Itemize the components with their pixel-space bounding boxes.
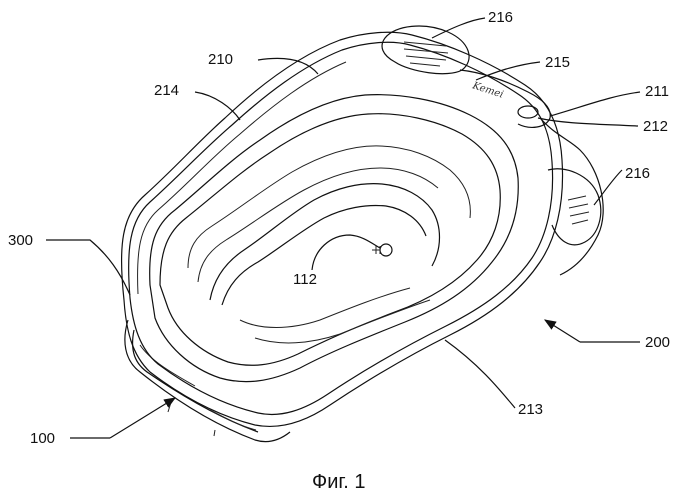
label-216-right: 216 — [625, 165, 650, 182]
label-200: 200 — [645, 334, 670, 351]
reference-labels: 216 210 215 214 211 212 216 300 112 200 … — [8, 9, 670, 447]
label-112: 112 — [293, 271, 317, 288]
vent-right — [568, 196, 589, 224]
label-215: 215 — [545, 54, 570, 71]
label-213: 213 — [518, 401, 543, 418]
label-214: 214 — [154, 82, 179, 99]
label-210: 210 — [208, 51, 233, 68]
sensor — [372, 244, 392, 256]
base-unit — [125, 320, 290, 442]
label-300: 300 — [8, 232, 33, 249]
label-211: 211 — [645, 83, 669, 100]
top-handle: Kemei — [382, 26, 550, 127]
figure-caption: Фиг. 1 — [312, 471, 365, 493]
leader-lines — [46, 18, 640, 438]
brand-mark: Kemei — [470, 80, 505, 101]
label-100: 100 — [30, 430, 55, 447]
label-216-top: 216 — [488, 9, 513, 26]
label-212: 212 — [643, 118, 668, 135]
